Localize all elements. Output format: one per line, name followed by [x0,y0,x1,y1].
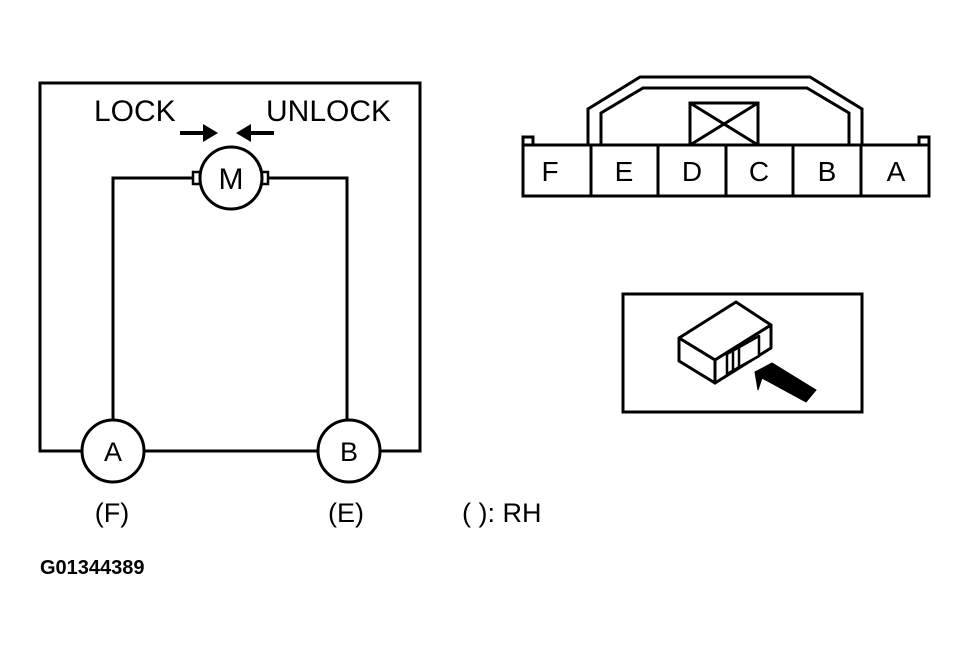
connector-pin-label: C [749,156,769,187]
actuator-box-icon [677,300,773,385]
terminal-a-label: A [104,437,122,467]
connector-latch-inner [599,86,851,145]
terminal-b-label: B [340,437,358,467]
unlock-arrow-icon [236,124,274,142]
connector-pin-label: B [818,156,837,187]
motor-symbol: M [191,145,270,211]
terminal-a-alt-label: (F) [95,498,129,528]
connector-pin-labels: F E D C B A [541,156,905,187]
outer-wire [38,81,422,453]
motor-label: M [219,163,244,196]
connector-latch-outer [586,75,864,145]
motor-circle [198,145,264,211]
figure-code: G01344389 [40,557,145,579]
inset-frame [621,292,864,414]
terminal-b: B [316,418,382,484]
component-inset [621,292,864,414]
connector-face [521,75,931,198]
blank-cavity-icon [688,101,760,147]
legend-text: ( ): RH [462,498,541,528]
connector-pin-label: A [887,156,906,187]
terminal-b-alt-label: (E) [328,498,364,528]
lock-arrow-icon [180,124,218,142]
lock-label: LOCK [94,95,176,128]
motor-circuit [38,81,422,453]
insertion-arrow-icon [754,362,817,403]
inner-left-wire [111,176,196,421]
connector-pin-label: F [541,156,558,187]
direction-arrows [180,124,274,142]
connector-pin-label: E [615,156,634,187]
connector-pin-label: D [682,156,702,187]
terminal-a: A [80,418,146,484]
unlock-label: UNLOCK [266,95,391,128]
connector-end-tabs [521,135,931,145]
inner-right-wire [265,176,349,421]
